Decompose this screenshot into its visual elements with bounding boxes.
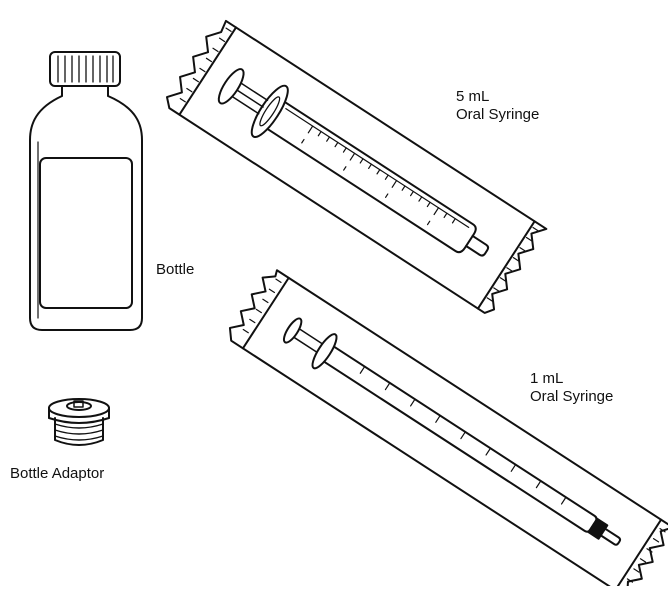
bottle-label: Bottle xyxy=(156,261,194,279)
syringe-1ml-volume-label: 1 mL xyxy=(530,370,563,388)
bottle-adaptor-drawing xyxy=(49,399,109,445)
syringe-5ml-volume-label: 5 mL xyxy=(456,88,489,106)
syringe-5ml-package xyxy=(163,17,547,317)
syringe-1ml-name-label: Oral Syringe xyxy=(530,388,613,406)
bottle-drawing xyxy=(30,52,142,330)
syringe-5ml-name-label: Oral Syringe xyxy=(456,106,539,124)
bottle-adaptor-label: Bottle Adaptor xyxy=(10,465,104,483)
syringe-1ml-package xyxy=(224,266,668,586)
